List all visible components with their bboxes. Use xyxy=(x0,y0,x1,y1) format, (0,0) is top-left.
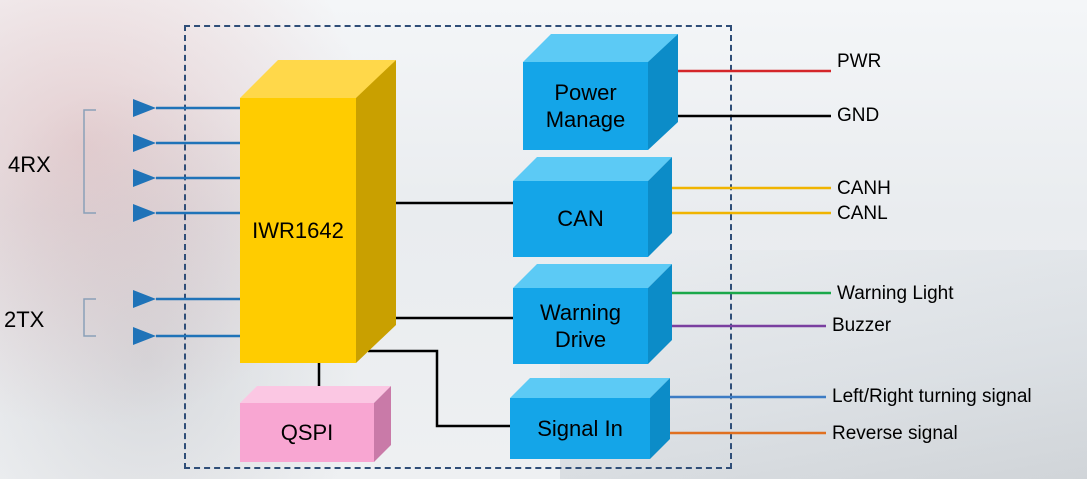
can-label: CAN xyxy=(513,181,648,257)
tx-bracket xyxy=(83,298,96,337)
tx-antennas xyxy=(133,290,240,345)
signal-label-turning-signal: Left/Right turning signal xyxy=(832,386,1032,407)
signal-label-buzzer: Buzzer xyxy=(832,315,892,336)
warning-drive-label: Warning Drive xyxy=(513,288,648,364)
signal-label-canh: CANH xyxy=(837,178,891,199)
can-block: CAN xyxy=(513,157,672,257)
power-manage-label: Power Manage xyxy=(523,62,648,150)
signal-label-gnd: GND xyxy=(837,105,880,126)
system-boundary xyxy=(184,25,732,469)
iwr1642-label: IWR1642 xyxy=(240,98,356,363)
rx-antenna-4 xyxy=(133,204,240,222)
signal-label-warning-light: Warning Light xyxy=(837,283,954,304)
rx-antenna-3 xyxy=(133,169,240,187)
rx-antenna-2 xyxy=(133,134,240,152)
signal-label-canl: CANL xyxy=(837,203,888,224)
signal-label-reverse-signal: Reverse signal xyxy=(832,423,958,444)
qspi-block: QSPI xyxy=(240,386,391,462)
tx-group-label: 2TX xyxy=(4,307,45,332)
rx-bracket xyxy=(83,109,96,214)
rx-antennas xyxy=(133,99,240,222)
signal-in-block: Signal In xyxy=(510,378,670,459)
warning-drive-block: Warning Drive xyxy=(513,264,672,364)
signal-in-label: Signal In xyxy=(510,398,650,459)
power-manage-block: Power Manage xyxy=(523,34,678,150)
rx-antenna-1 xyxy=(133,99,240,117)
qspi-label: QSPI xyxy=(240,403,374,462)
tx-antenna-1 xyxy=(133,290,240,308)
rx-group-label: 4RX xyxy=(8,152,51,177)
signal-label-pwr: PWR xyxy=(837,51,882,72)
wire-chip-signal-in xyxy=(368,349,510,428)
iwr1642-chip: IWR1642 xyxy=(240,60,396,363)
tx-antenna-2 xyxy=(133,327,240,345)
